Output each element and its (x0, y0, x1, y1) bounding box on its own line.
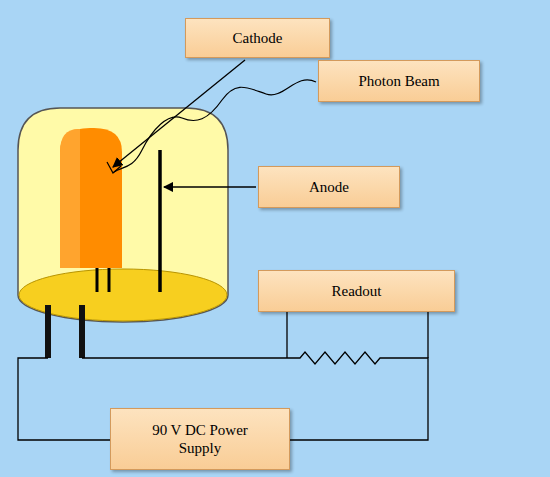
readout-wire (286, 312, 287, 358)
box-label: Photon Beam (358, 72, 439, 90)
photon-hit (107, 162, 121, 173)
label-box: Cathode (185, 18, 330, 58)
cathode-lead (108, 268, 111, 292)
label-box: Photon Beam (318, 60, 480, 102)
circuit-wire (18, 358, 110, 440)
photon-wave (114, 80, 316, 172)
label-box: Readout (258, 270, 455, 312)
label-box: Anode (258, 166, 400, 208)
readout-wire (427, 312, 428, 358)
glass-envelope (18, 108, 228, 322)
tube-pin (79, 305, 85, 358)
label-box: 90 V DC Power Supply (110, 408, 290, 470)
cathode-lead (96, 268, 99, 292)
cathode-highlight (60, 129, 80, 268)
box-label: Anode (309, 178, 349, 196)
box-label: 90 V DC Power Supply (150, 421, 250, 457)
anode-wire (158, 150, 162, 292)
box-label: Cathode (233, 29, 283, 47)
box-label: Readout (332, 282, 382, 300)
leader-arrow (113, 60, 245, 167)
leader-arrow (164, 186, 256, 187)
cathode-electrode (60, 128, 122, 268)
tube-pin (45, 305, 51, 358)
